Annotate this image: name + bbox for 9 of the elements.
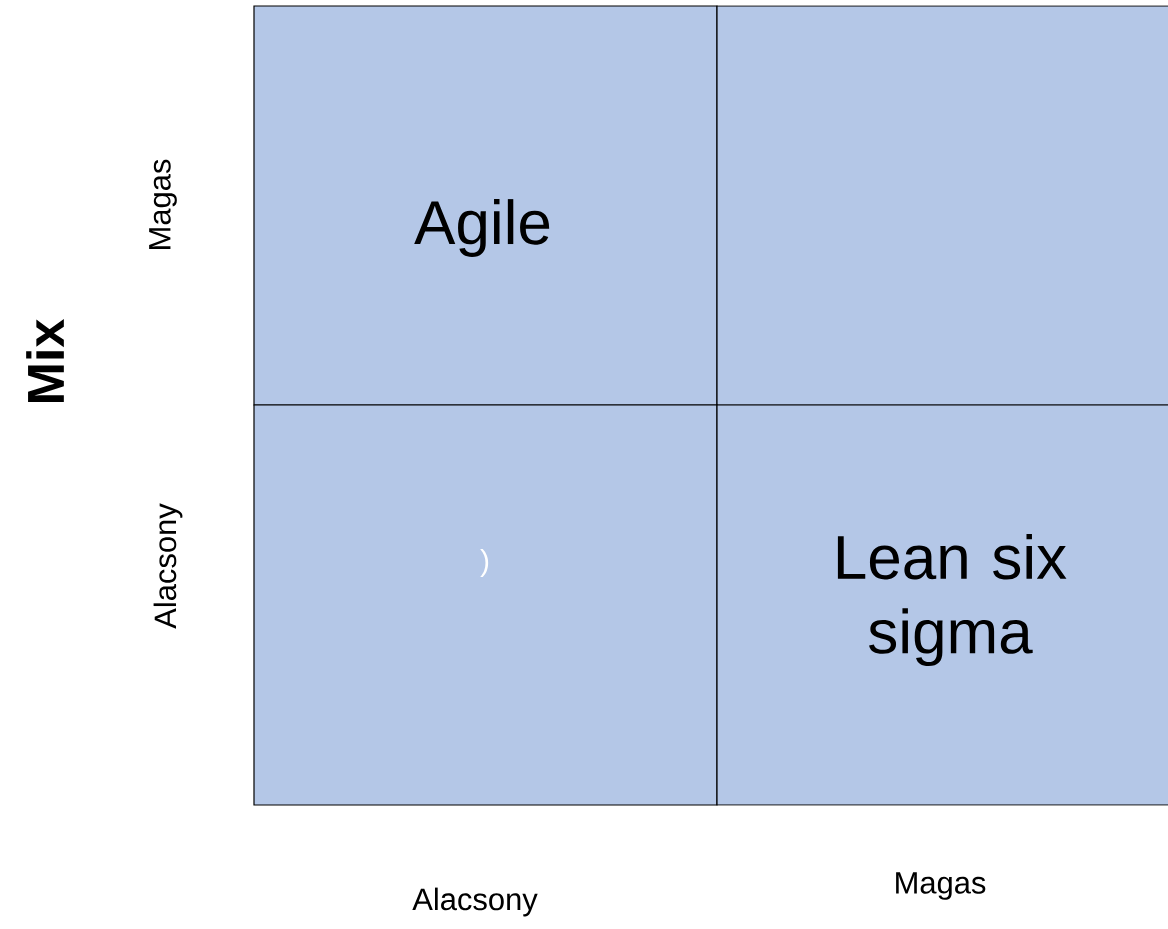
axis-label: Magas [896,872,986,900]
axis-label: Alacsony [153,503,183,629]
matrix-cell: Agile [253,5,718,406]
axis-label: Magas [149,159,177,249]
axis-title: Mix [26,319,64,402]
matrix-cell: ) [253,404,718,806]
matrix-cell: Lean six sigma [716,404,1168,806]
axis-label: Alacsony [412,887,538,917]
matrix-cell [716,5,1168,406]
